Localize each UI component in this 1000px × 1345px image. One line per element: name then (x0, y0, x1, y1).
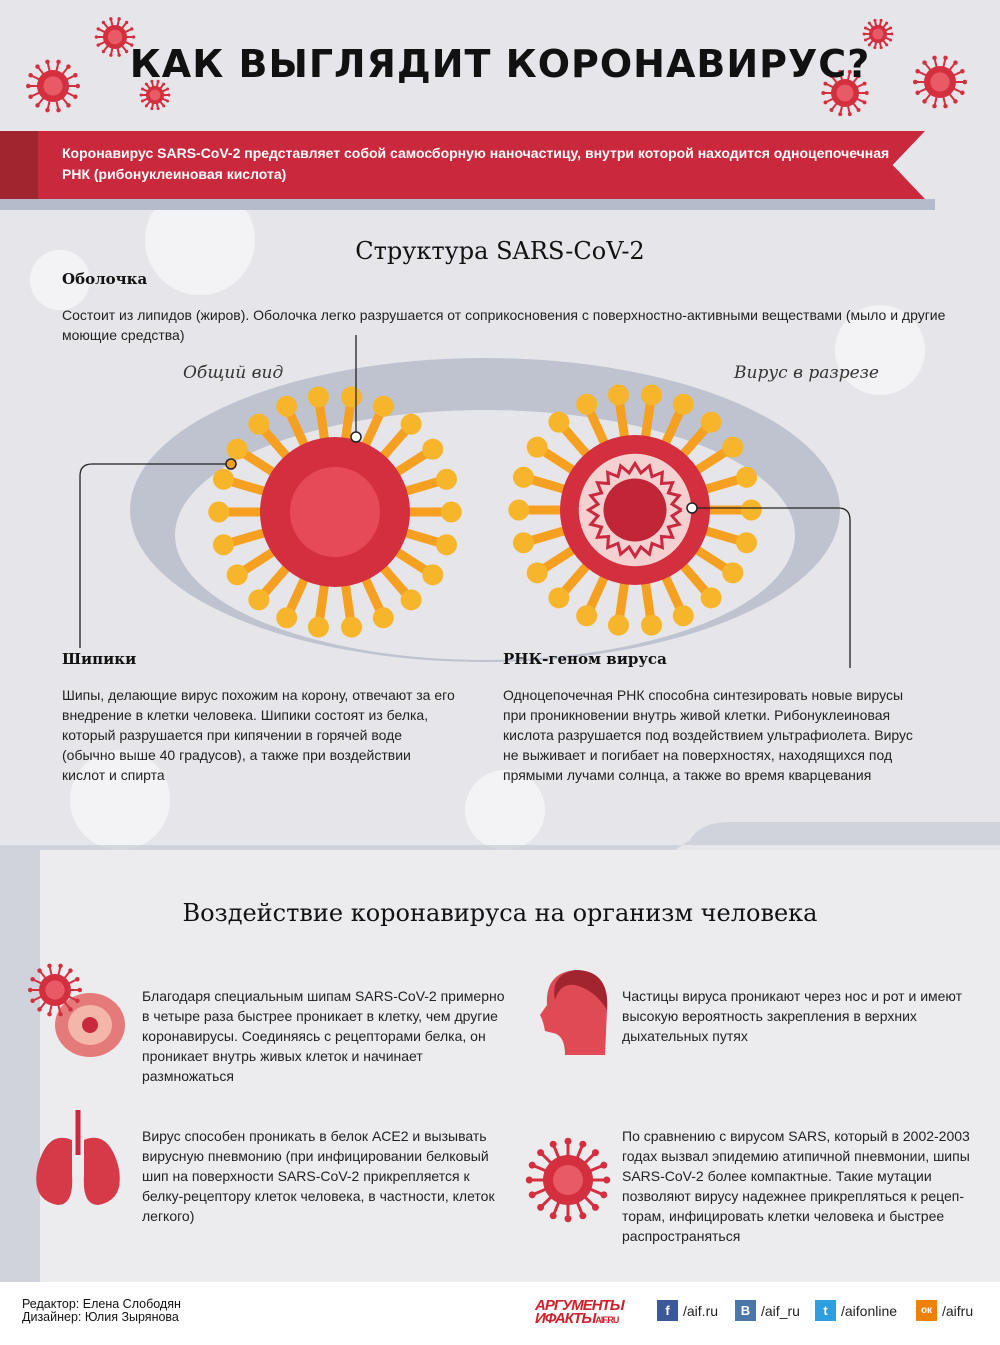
page-title: КАК ВЫГЛЯДИТ КОРОНАВИРУС? (129, 42, 871, 86)
aif-logo[interactable]: АРГУМЕНТЫ ИФАКТЫAIF.RU (535, 1297, 625, 1327)
social-label: /aifru (942, 1302, 974, 1319)
virus-cross-section-icon (508, 384, 762, 636)
logo-site: AIF.RU (595, 1315, 619, 1325)
virus-icon (27, 963, 83, 1017)
social-label: /aifonline (841, 1302, 898, 1319)
banner-shadow (0, 199, 935, 210)
virus-icon (25, 59, 81, 113)
head-profile-icon (540, 970, 608, 1055)
credits: Редактор: Елена Слободян Дизайнер: Юлия … (22, 1298, 181, 1324)
spikes-heading: Шипики (62, 650, 137, 668)
vk-icon: В (735, 1300, 756, 1321)
intro-text: Коронавирус SARS-CoV-2 представляет собо… (62, 145, 890, 182)
social-twitter[interactable]: t/aifonline (815, 1300, 897, 1321)
impact-item-text: Благодаря специальным шипам SARS-CoV-2 п… (142, 988, 505, 1084)
envelope-heading: Оболочка (62, 270, 148, 288)
virus-icon (912, 55, 968, 109)
impact-item-text: Частицы вируса проникают через нос и рот… (622, 988, 963, 1044)
social-facebook[interactable]: f/aif.ru (657, 1300, 718, 1321)
social-label: /aif.ru (683, 1302, 719, 1319)
structure-title: Структура SARS-CoV-2 (355, 237, 645, 265)
virus-icon (821, 69, 869, 117)
impact-item-text: Вирус способен проникать в белок ACE2 и … (142, 1128, 495, 1224)
rna-text: Одноцепочечная РНК способна синтезироват… (503, 687, 913, 783)
envelope-text: Состоит из липидов (жиров). Оболочка лег… (62, 307, 946, 343)
designer-credit: Дизайнер: Юлия Зырянова (22, 1310, 179, 1324)
impact-title: Воздействие коронавируса на организм чел… (182, 899, 818, 927)
virus-icon (525, 1137, 611, 1223)
virus-general-view-icon (208, 386, 462, 638)
odnoklassniki-icon: ок (916, 1300, 937, 1321)
banner-stripe (0, 131, 38, 199)
cell-virus-icon (27, 963, 125, 1057)
logo-line2: ИФАКТЫ (535, 1310, 596, 1327)
cross-section-label: Вирус в разрезе (734, 363, 879, 383)
social-vk[interactable]: В/aif_ru (735, 1300, 800, 1321)
twitter-icon: t (815, 1300, 836, 1321)
virus-icon (525, 1137, 611, 1223)
general-view-label: Общий вид (183, 363, 284, 383)
logo-line1: АРГУМЕНТЫ (535, 1297, 625, 1314)
virus-icon (862, 18, 894, 50)
rna-heading: РНК-геном вируса (503, 650, 667, 668)
editor-credit: Редактор: Елена Слободян (22, 1297, 181, 1311)
intro-banner: Коронавирус SARS-CoV-2 представляет собо… (0, 131, 925, 199)
social-odnoklassniki[interactable]: ок/aifru (916, 1300, 973, 1321)
lungs-icon (36, 1110, 120, 1205)
virus-icon (139, 79, 171, 111)
social-label: /aif_ru (761, 1302, 800, 1319)
virus-icon (94, 17, 136, 57)
facebook-icon: f (657, 1300, 678, 1321)
callout-lines (79, 335, 851, 668)
impact-item-text: По сравнению с вирусом SARS, который в 2… (622, 1128, 970, 1244)
spikes-text: Шипы, делающие вирус похожим на корону, … (62, 687, 455, 783)
